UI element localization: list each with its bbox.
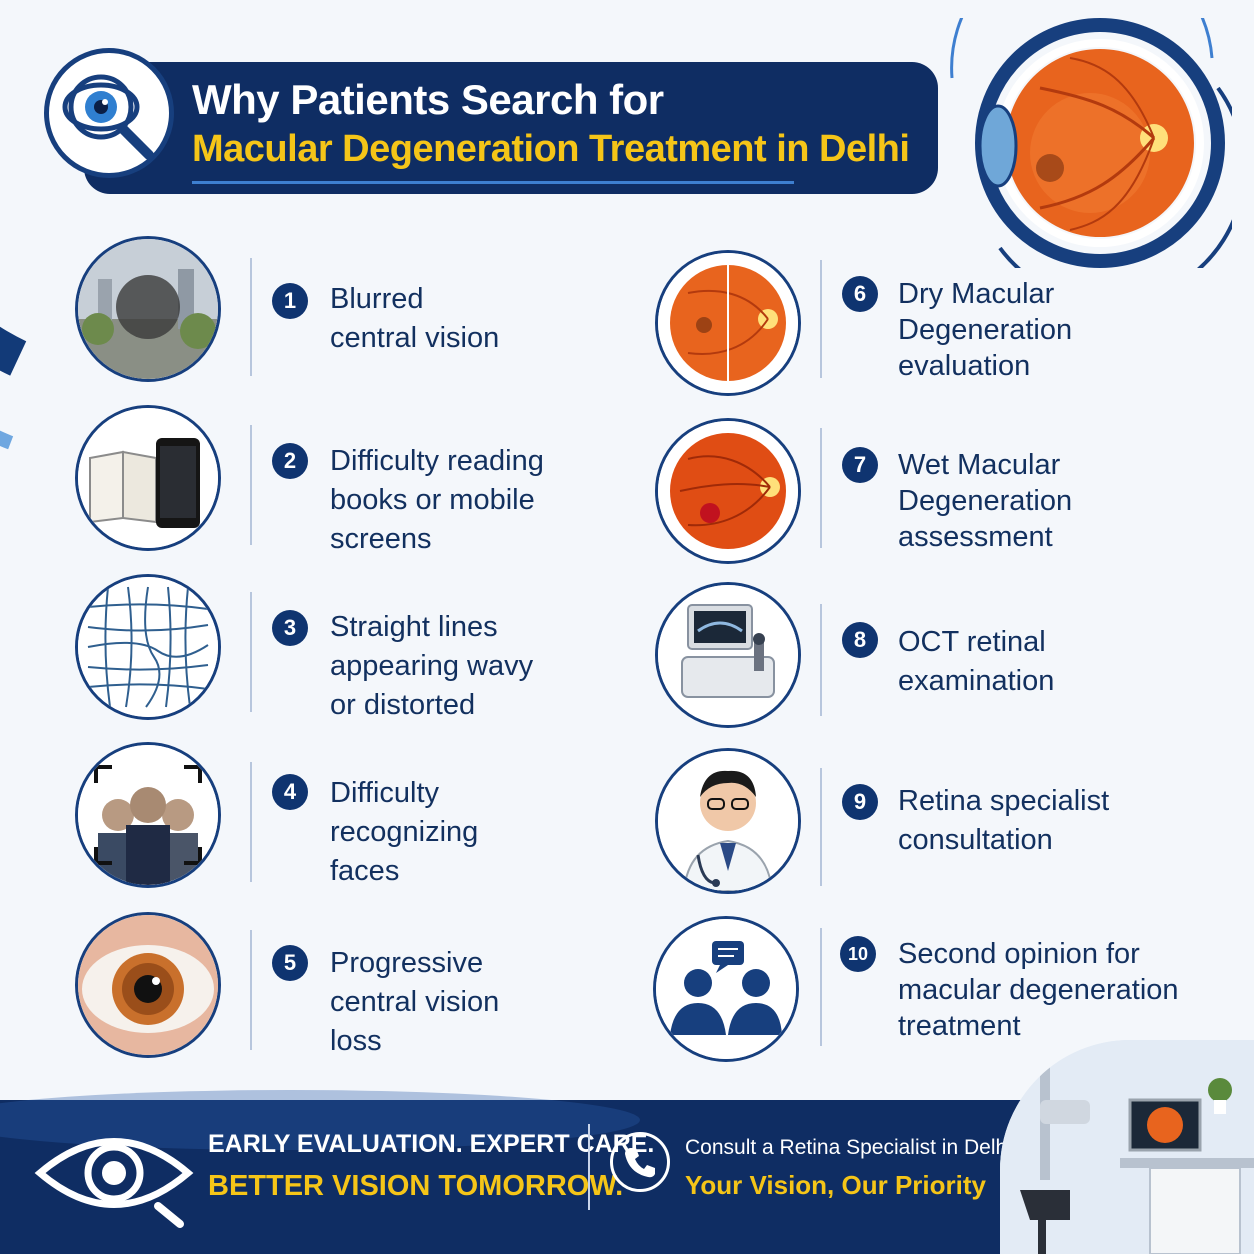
divider-line <box>820 768 822 886</box>
item-text-5: Progressive central vision loss <box>330 944 499 1061</box>
item-text-line: or distorted <box>330 689 476 721</box>
blurred-faces-image <box>75 742 221 888</box>
item-number-10: 10 <box>840 936 876 972</box>
item-text-line: macular degeneration <box>898 974 1179 1006</box>
item-text-4: Difficulty recognizing faces <box>330 774 478 891</box>
item-text-line: Wet Macular <box>898 449 1061 481</box>
retina-wet-image <box>655 418 801 564</box>
item-text-8: OCT retinal examination <box>898 623 1054 701</box>
item-text-10: Second opinion for macular degeneration … <box>898 936 1179 1044</box>
footer-tagline-2: BETTER VISION TOMORROW. <box>208 1170 624 1202</box>
item-text-line: screens <box>330 523 432 555</box>
item-text-line: Difficulty reading <box>330 445 544 477</box>
footer-slogan: Your Vision, Our Priority <box>685 1170 986 1200</box>
divider-line <box>250 762 252 882</box>
item-number-5: 5 <box>272 945 308 981</box>
consultation-icon <box>653 916 799 1062</box>
doctor-image <box>655 748 801 894</box>
item-number-2: 2 <box>272 443 308 479</box>
footer-divider <box>588 1124 590 1210</box>
phone-icon <box>610 1132 670 1192</box>
item-number-1: 1 <box>272 283 308 319</box>
oct-machine-image <box>655 582 801 728</box>
item-number-3: 3 <box>272 610 308 646</box>
item-number-6: 6 <box>842 276 878 312</box>
retina-dry-image <box>655 250 801 396</box>
eye-icon <box>34 1118 194 1228</box>
item-text-2: Difficulty reading books or mobile scree… <box>330 442 544 559</box>
footer-cta: Consult a Retina Specialist in Delhi <box>685 1136 1012 1159</box>
item-text-line: recognizing <box>330 816 479 848</box>
page-title-line2: Macular Degeneration Treatment in Delhi <box>192 128 910 170</box>
divider-line <box>820 928 822 1046</box>
divider-line <box>250 425 252 545</box>
page-title-line1: Why Patients Search for <box>192 76 664 123</box>
eye-closeup-image <box>75 912 221 1058</box>
item-text-1: Blurred central vision <box>330 280 499 358</box>
item-number-4: 4 <box>272 774 308 810</box>
divider-line <box>820 604 822 716</box>
blurred-city-image <box>75 236 221 382</box>
book-and-phone-image <box>75 405 221 551</box>
item-text-line: books or mobile <box>330 484 535 516</box>
item-text-line: Difficulty <box>330 777 440 809</box>
item-text-line: treatment <box>898 1010 1021 1042</box>
item-text-line: evaluation <box>898 350 1031 382</box>
item-text-line: Blurred <box>330 283 424 315</box>
item-text-line: assessment <box>898 521 1053 553</box>
item-text-line: examination <box>898 665 1055 697</box>
item-number-7: 7 <box>842 447 878 483</box>
header-banner <box>84 62 938 194</box>
title-underline <box>192 181 794 184</box>
item-text-9: Retina specialist consultation <box>898 782 1109 860</box>
item-text-3: Straight lines appearing wavy or distort… <box>330 608 533 725</box>
item-text-6: Dry Macular Degeneration evaluation <box>898 276 1072 384</box>
item-text-line: Dry Macular <box>898 278 1055 310</box>
eye-search-icon <box>44 48 174 178</box>
item-text-line: loss <box>330 1025 382 1057</box>
divider-line <box>820 428 822 548</box>
item-text-line: faces <box>330 855 400 887</box>
divider-line <box>820 260 822 378</box>
divider-line <box>250 592 252 712</box>
divider-line <box>250 258 252 376</box>
item-text-line: OCT retinal <box>898 626 1046 658</box>
item-text-line: Degeneration <box>898 314 1073 346</box>
distorted-grid-image <box>75 574 221 720</box>
footer-tagline-1: EARLY EVALUATION. EXPERT CARE. <box>208 1130 655 1158</box>
item-text-line: central vision <box>330 322 500 354</box>
eyeball-retina-image <box>940 0 1247 306</box>
item-text-line: consultation <box>898 824 1053 856</box>
item-text-line: central vision <box>330 986 500 1018</box>
item-text-line: Degeneration <box>898 485 1073 517</box>
item-text-line: Progressive <box>330 947 484 979</box>
item-text-line: Straight lines <box>330 611 498 643</box>
item-number-8: 8 <box>842 622 878 658</box>
item-text-line: Second opinion for <box>898 938 1140 970</box>
clinic-room-image <box>1000 1040 1254 1254</box>
divider-line <box>250 930 252 1050</box>
item-text-line: Retina specialist <box>898 785 1110 817</box>
item-text-line: appearing wavy <box>330 650 534 682</box>
item-number-9: 9 <box>842 784 878 820</box>
item-text-7: Wet Macular Degeneration assessment <box>898 447 1072 555</box>
